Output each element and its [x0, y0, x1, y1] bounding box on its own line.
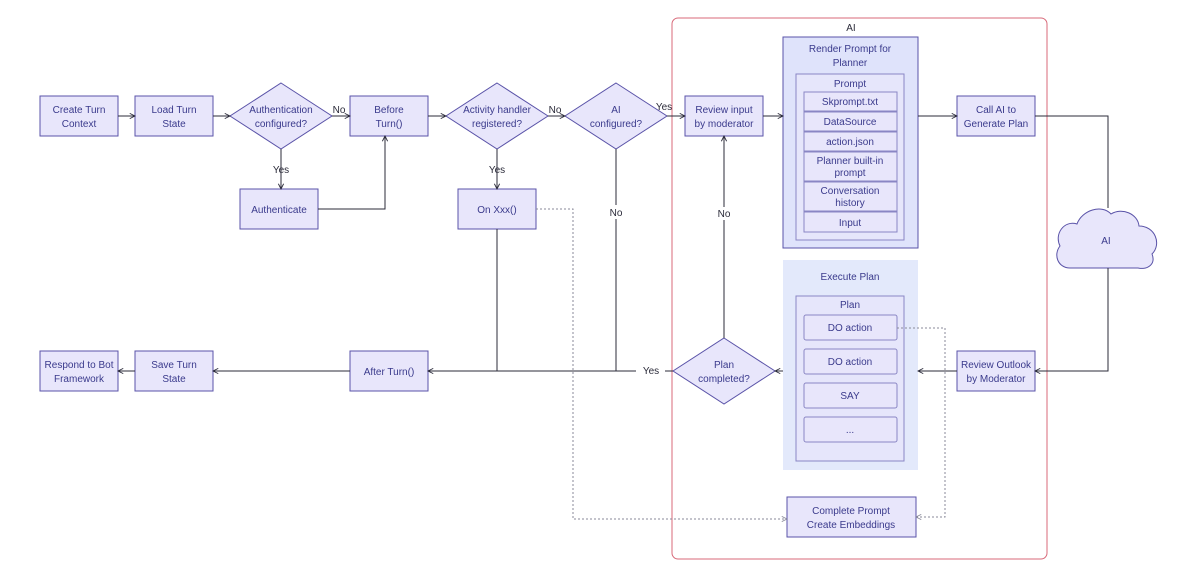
edge-label-plan-no: No	[718, 209, 731, 220]
review-input-label-1: Review input	[695, 105, 752, 116]
edge-label-handler-no: No	[549, 105, 562, 116]
edge-do-action-to-complete-prompt	[897, 327, 946, 517]
plan-item-do-action-2	[803, 348, 898, 375]
complete-prompt-box	[786, 496, 917, 538]
on-xxx-box	[457, 188, 537, 230]
before-turn-label-1: Before	[374, 105, 404, 116]
prompt-item-input	[803, 211, 898, 233]
plan-group-title: Plan	[840, 300, 860, 311]
ai-cloud	[1056, 208, 1157, 269]
edge-onxxx-to-complete-prompt	[536, 208, 787, 519]
edge-authenticate-to-before	[318, 136, 385, 210]
create-turn-context-label-1: Create Turn	[53, 105, 106, 116]
review-outlook-label-2: by Moderator	[967, 374, 1027, 385]
prompt-item-action-json-label: action.json	[826, 137, 874, 148]
auth-configured-label-1: Authentication	[249, 105, 312, 116]
plan-item-do-action-2-label: DO action	[828, 357, 872, 368]
ai-configured-diamond	[564, 82, 668, 150]
review-outlook-label-1: Review Outlook	[961, 360, 1032, 371]
ai-configured-label-2: configured?	[590, 119, 643, 130]
edge-label-auth-no: No	[333, 105, 346, 116]
respond-label-2: Framework	[54, 374, 105, 385]
before-turn-label-2: Turn()	[376, 119, 403, 130]
prompt-item-conversation-history-label-1: Conversation	[821, 186, 880, 197]
prompt-item-datasource-label: DataSource	[824, 117, 877, 128]
respond-box	[39, 350, 119, 392]
prompt-item-conversation-history-label-2: history	[835, 198, 864, 209]
plan-item-say-label: SAY	[840, 391, 860, 402]
plan-item-do-action-1-label: DO action	[828, 323, 872, 334]
save-turn-state-label-1: Save Turn	[151, 360, 197, 371]
prompt-item-datasource	[803, 111, 898, 132]
edge-label-plan-yes: Yes	[643, 366, 659, 377]
call-ai-box	[956, 95, 1036, 137]
call-ai-label-2: Generate Plan	[964, 119, 1029, 130]
prompt-item-planner-builtin	[803, 151, 898, 182]
edge-cloud-to-review-outlook	[1035, 268, 1109, 371]
activity-handler-diamond	[445, 82, 549, 150]
plan-item-ellipsis-label: ...	[846, 425, 854, 436]
auth-configured-diamond	[229, 82, 333, 150]
after-turn-label: After Turn()	[364, 367, 415, 378]
ai-region-label: AI	[846, 23, 855, 34]
on-xxx-label: On Xxx()	[477, 205, 516, 216]
prompt-item-planner-builtin-label-2: prompt	[834, 168, 865, 179]
load-turn-state-label-2: State	[162, 119, 186, 130]
complete-prompt-label-2: Create Embeddings	[807, 520, 895, 531]
prompt-item-action-json	[803, 131, 898, 152]
execute-plan-title: Execute Plan	[821, 272, 880, 283]
prompt-item-conversation-history	[803, 181, 898, 212]
plan-completed-diamond	[672, 337, 776, 405]
respond-label-1: Respond to Bot	[45, 360, 114, 371]
edge-label-ai-no: No	[610, 208, 623, 219]
authenticate-label: Authenticate	[251, 205, 307, 216]
prompt-item-input-label: Input	[839, 218, 861, 229]
plan-completed-label-2: completed?	[698, 374, 750, 385]
activity-handler-label-1: Activity handler	[463, 105, 531, 116]
before-turn-box	[349, 95, 429, 137]
prompt-item-skprompt-label: Skprompt.txt	[822, 97, 878, 108]
auth-configured-label-2: configured?	[255, 119, 308, 130]
ai-configured-label-1: AI	[611, 105, 620, 116]
ai-region	[671, 17, 1048, 560]
edge-label-auth-yes: Yes	[273, 165, 289, 176]
review-outlook-box	[956, 350, 1036, 392]
call-ai-label-1: Call AI to	[976, 105, 1016, 116]
edge-label-ai-yes: Yes	[656, 102, 672, 113]
render-prompt-title-1: Render Prompt for	[809, 44, 892, 55]
prompt-item-planner-builtin-label-1: Planner built-in	[817, 156, 884, 167]
create-turn-context-box	[39, 95, 119, 137]
review-input-label-2: by moderator	[695, 119, 755, 130]
load-turn-state-label-1: Load Turn	[151, 105, 196, 116]
edge-callai-to-cloud	[1035, 115, 1109, 208]
review-input-box	[684, 95, 764, 137]
ai-cloud-label: AI	[1101, 236, 1110, 247]
save-turn-state-box	[134, 350, 214, 392]
render-prompt-title-2: Planner	[833, 58, 868, 69]
activity-handler-label-2: registered?	[472, 119, 522, 130]
plan-item-ellipsis	[803, 416, 898, 443]
edge-label-handler-yes: Yes	[489, 165, 505, 176]
save-turn-state-label-2: State	[162, 374, 186, 385]
plan-completed-label-1: Plan	[714, 360, 734, 371]
load-turn-state-box	[134, 95, 214, 137]
create-turn-context-label-2: Context	[62, 119, 97, 130]
complete-prompt-label-1: Complete Prompt	[812, 506, 890, 517]
plan-item-say	[803, 382, 898, 409]
prompt-group-title: Prompt	[834, 79, 866, 90]
prompt-item-skprompt	[803, 91, 898, 112]
